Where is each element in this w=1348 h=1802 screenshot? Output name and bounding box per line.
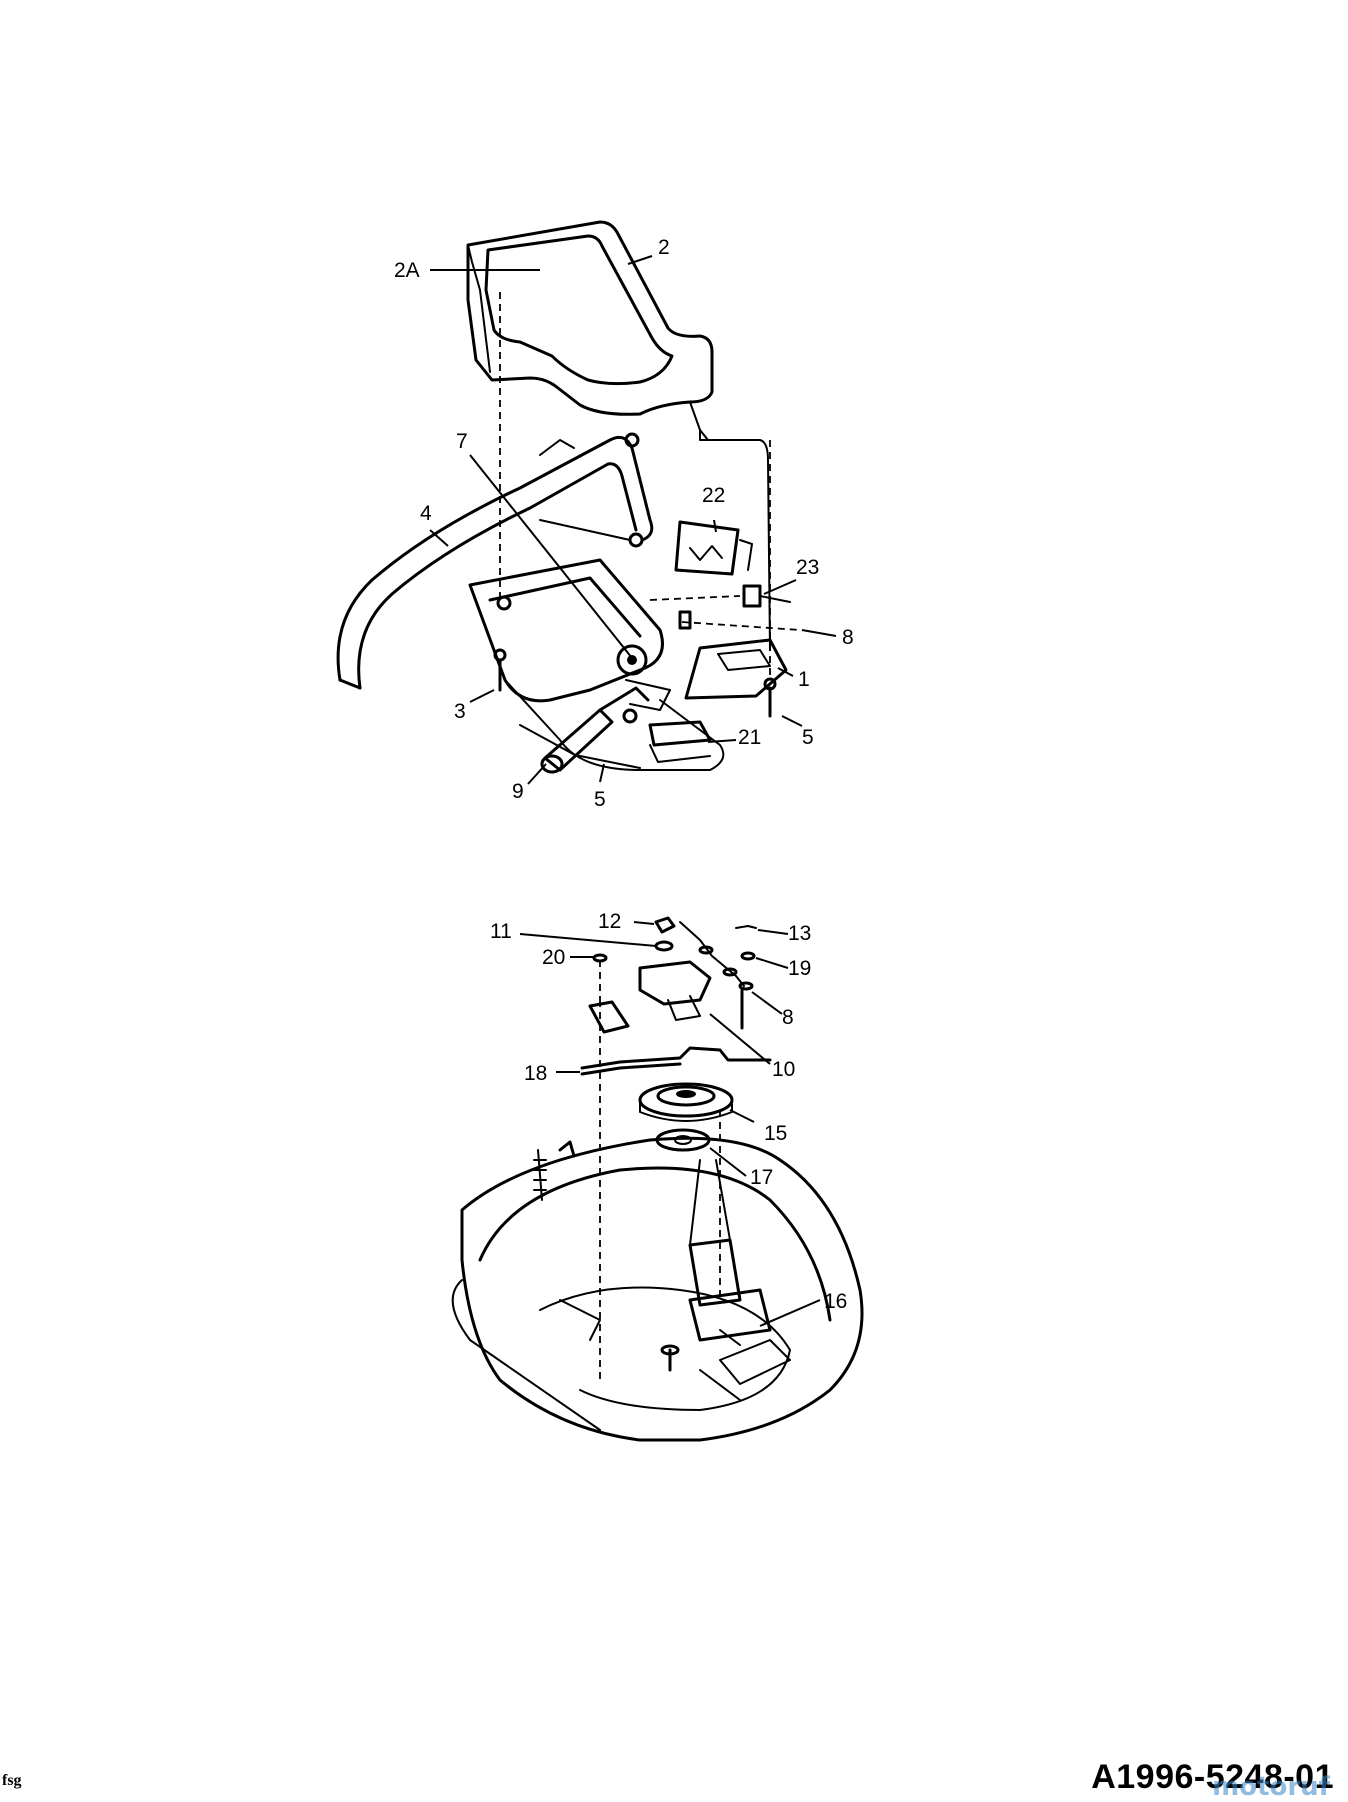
callout-2A: 2A — [394, 259, 420, 282]
part-12-nut — [654, 916, 676, 952]
callout-20: 20 — [542, 946, 565, 969]
watermark-logo: motoruf — [1212, 1772, 1330, 1802]
callout-3: 3 — [454, 700, 466, 723]
cable-spring — [679, 921, 757, 1030]
part-22-clip — [674, 520, 753, 576]
callout-9: 9 — [512, 780, 524, 803]
drawing-number: A1996-5248-01 — [1091, 1758, 1334, 1796]
part-8-bolt-upper — [649, 595, 801, 631]
callout-5-bottom: 5 — [594, 788, 606, 811]
callout-11: 11 — [490, 920, 512, 943]
base-plate — [468, 558, 725, 771]
footer-code: fsg — [2, 1772, 22, 1789]
callout-17: 17 — [750, 1166, 773, 1189]
callout-16: 16 — [824, 1290, 847, 1313]
callout-8-lower: 8 — [782, 1006, 794, 1029]
part-23-knob — [742, 584, 791, 608]
callout-7: 7 — [456, 430, 468, 453]
part-7-gear — [616, 644, 671, 711]
callout-15: 15 — [764, 1122, 787, 1145]
callout-1: 1 — [798, 668, 810, 691]
part-17-washer — [655, 1128, 711, 1152]
screws-upper — [493, 432, 777, 724]
part-9-lever — [540, 686, 650, 774]
part-20-screw — [592, 953, 608, 1000]
leader-lines — [429, 255, 837, 1327]
callout-19: 19 — [788, 957, 811, 980]
central-bracket — [688, 1159, 772, 1342]
callout-12: 12 — [598, 910, 621, 933]
part-4-handle-frame — [336, 435, 654, 690]
housing — [451, 1136, 864, 1442]
callout-22: 22 — [702, 484, 725, 507]
callout-21: 21 — [738, 726, 761, 749]
part-18-rod — [580, 1046, 772, 1076]
callout-18: 18 — [524, 1062, 547, 1085]
callout-8-upper: 8 — [842, 626, 854, 649]
part-16-bolt — [660, 1329, 741, 1372]
part-15-pulley — [638, 1082, 734, 1122]
spring-left — [533, 1140, 576, 1201]
part-2-cover — [466, 220, 771, 651]
callout-5-right: 5 — [802, 726, 814, 749]
part-21-link — [648, 720, 712, 763]
upper-assembly — [336, 220, 801, 774]
callout-23: 23 — [796, 556, 819, 579]
callout-2: 2 — [658, 236, 670, 259]
callout-4: 4 — [420, 502, 432, 525]
callout-labels: 2 2A 7 4 22 23 8 1 3 5 21 9 5 12 11 13 2… — [394, 236, 854, 1313]
part-1-bracket — [684, 638, 788, 700]
spacer-plate — [588, 1000, 630, 1034]
callout-10: 10 — [772, 1058, 795, 1081]
lower-assembly — [451, 916, 864, 1442]
part-10-bracket — [638, 960, 712, 1021]
callout-13: 13 — [788, 922, 811, 945]
